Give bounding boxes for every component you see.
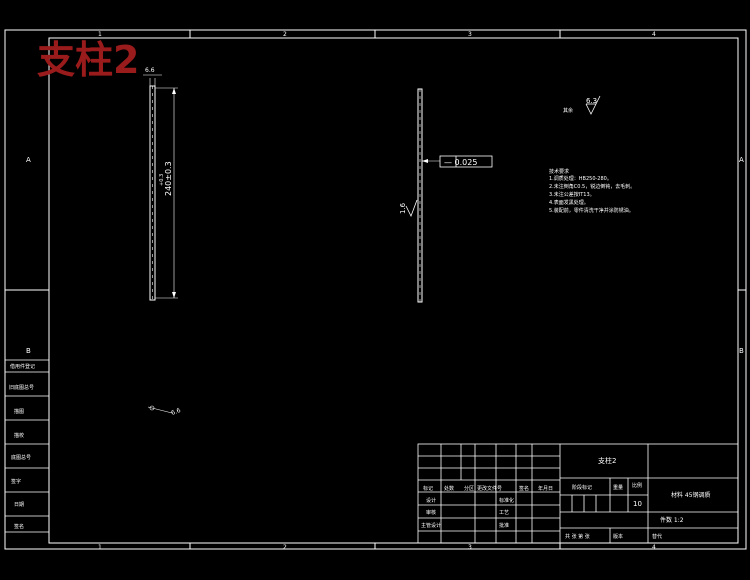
left-strip-row-label: B (26, 347, 31, 355)
title-version: 版本 (613, 533, 623, 540)
left-strip-label-2: 描图 (14, 408, 24, 415)
title-header-4: 签名 (519, 485, 529, 492)
title-header-5: 年月日 (538, 485, 553, 492)
col-label-4-bottom: 4 (652, 544, 656, 551)
left-strip-label-7: 签名 (14, 523, 24, 530)
left-strip-label-6: 日期 (14, 502, 24, 508)
roughness-symbol-icon (585, 95, 601, 115)
col-label-3-bottom: 3 (468, 544, 472, 551)
notes-heading: 技术要求 (549, 168, 569, 175)
title-weight-label: 重量 (613, 484, 623, 491)
title-main-design: 主管设计 (421, 522, 441, 529)
roughness-label: 其余 (563, 107, 573, 114)
title-design: 设计 (426, 497, 436, 504)
left-strip-label-0: 借用件登记 (10, 363, 35, 370)
col-label-3-top: 3 (468, 31, 472, 38)
notes-line-3: 4.表面发黑处理。 (549, 199, 589, 206)
dim-small-width: 6.6 (145, 67, 155, 74)
title-header-0: 标记 (423, 485, 433, 492)
surface-finish-side: 1.6 (399, 202, 407, 214)
title-replace: 替代 (652, 533, 662, 540)
dim-length-tol: +0.3 (159, 174, 165, 186)
title-check: 审核 (426, 509, 436, 516)
left-strip-label-4: 底图总号 (11, 454, 31, 461)
left-strip-label-5: 签字 (11, 478, 21, 485)
title-approve: 批准 (499, 522, 509, 529)
col-label-2-bottom: 2 (283, 544, 287, 551)
roughness-top-value: 6.3 (586, 97, 597, 105)
notes-line-2: 3.未注公差按IT13。 (549, 191, 595, 198)
title-standardize: 标准化 (499, 497, 514, 504)
title-material: 材料 45钢调质 (671, 491, 711, 499)
title-process: 工艺 (499, 510, 509, 516)
title-scale-label: 比例 (632, 482, 642, 489)
watermark-title: 支柱2 (37, 38, 139, 82)
notes-line-4: 5.装配前，零件清洗干净并涂防锈油。 (549, 207, 634, 214)
left-strip-label-1: 旧底图总号 (9, 384, 34, 391)
notes-line-1: 2.未注倒角C0.5，锐边倒钝，去毛刺。 (549, 183, 635, 190)
left-strip-table (5, 359, 49, 533)
col-label-4-top: 4 (652, 31, 656, 38)
notes-line-0: 1.调质处理：HB250-280。 (549, 175, 612, 182)
title-header-2: 分区 (464, 485, 474, 492)
title-header-1: 处数 (444, 485, 454, 492)
row-label-a-left: A (26, 156, 31, 164)
outer-frame (4, 29, 747, 550)
part-front-view (143, 74, 178, 301)
detail-mark-icon (147, 405, 173, 414)
title-header-3: 更改文件号 (477, 485, 502, 492)
tolerance-box-value: — 0.025 (444, 158, 477, 167)
part-side-view (405, 88, 493, 303)
col-label-1-top: 1 (98, 31, 102, 38)
title-drawing-no: 件数 1:2 (660, 516, 684, 524)
col-label-2-top: 2 (283, 31, 287, 38)
dim-length: 240±0.3 (164, 161, 173, 196)
row-label-b-right: B (739, 347, 744, 355)
title-bottom-row: 共 张 第 张 (565, 533, 590, 540)
row-label-a-right: A (739, 156, 744, 164)
title-stage-label: 阶段标记 (572, 484, 592, 491)
left-strip-label-3: 描校 (14, 432, 24, 439)
title-sheet-value: 10 (633, 500, 642, 508)
col-label-1-bottom: 1 (98, 544, 102, 551)
title-block (417, 443, 739, 544)
title-part-name: 支柱2 (598, 456, 616, 465)
detail-mark-value: 6.6 (170, 407, 182, 417)
